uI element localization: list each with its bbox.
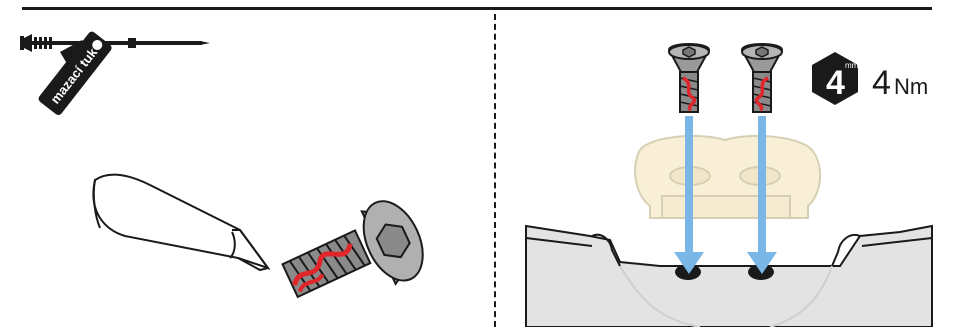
arrow-down-icon (674, 116, 777, 274)
countersunk-screw-icon (667, 43, 784, 113)
shoe-sole-icon (525, 224, 933, 327)
countersunk-screw-icon (281, 200, 424, 299)
panel-divider (494, 14, 496, 327)
cleat-icon (634, 134, 822, 219)
applicator-pen-icon (92, 173, 271, 272)
hex-key-size: 4 (826, 64, 845, 102)
hex-key-icon: 4 mm (812, 52, 859, 105)
torque-unit: Nm (894, 74, 928, 99)
torque-number: 4 (872, 64, 891, 102)
grease-tube-icon: mazací tuk (20, 31, 210, 116)
left-panel: mazací tuk (20, 31, 424, 299)
top-rule (22, 7, 932, 10)
torque-value: 4 Nm (872, 64, 928, 102)
hex-key-unit: mm (845, 61, 859, 70)
